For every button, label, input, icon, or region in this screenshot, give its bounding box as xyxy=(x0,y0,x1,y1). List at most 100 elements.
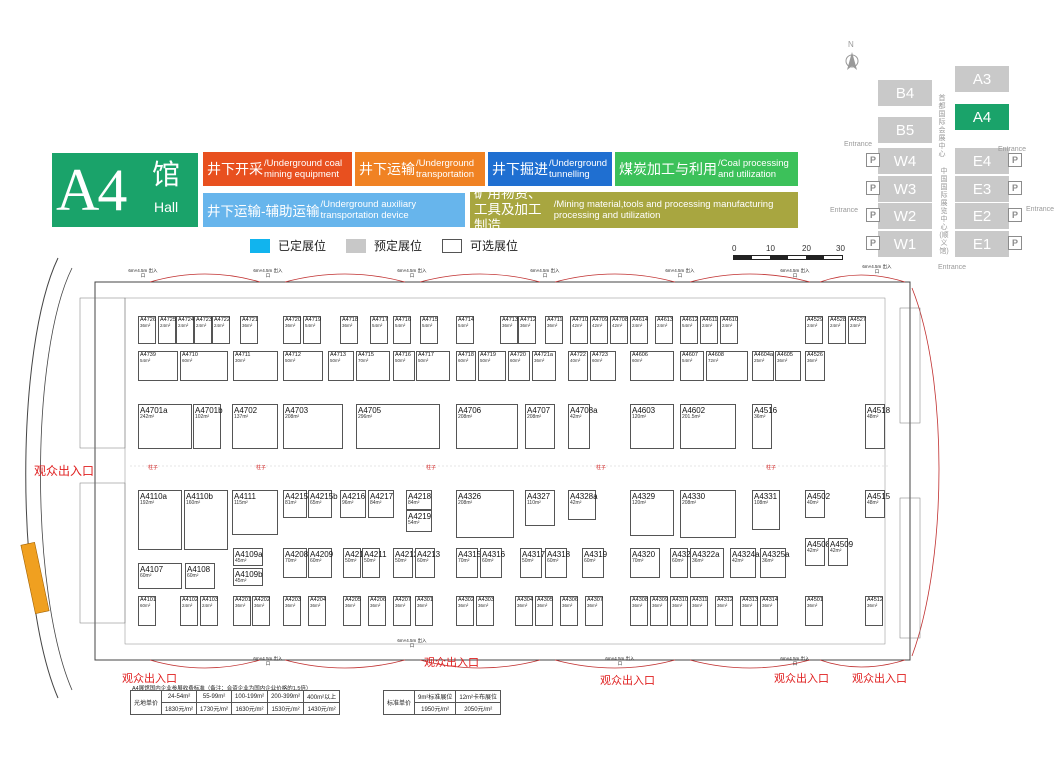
booth-a4317[interactable]: A431750m² xyxy=(520,548,545,578)
booth-a4718[interactable]: A471836m² xyxy=(340,316,358,344)
booth-a4708[interactable]: A470842m² xyxy=(610,316,628,344)
booth-a4722[interactable]: A472224m² xyxy=(212,316,230,344)
booth-a4608[interactable]: A460872m² xyxy=(706,351,748,381)
booth-a4217[interactable]: A421784m² xyxy=(368,490,394,518)
booth-a4604a[interactable]: A4604a25m² xyxy=(752,351,774,381)
booth-a4529[interactable]: A452924m² xyxy=(805,316,823,344)
booth-a4203[interactable]: A420336m² xyxy=(283,596,301,626)
booth-a4716[interactable]: A471650m² xyxy=(393,351,415,381)
booth-a4330[interactable]: A4330208m² xyxy=(680,490,736,538)
booth-a4103[interactable]: A410324m² xyxy=(200,596,218,626)
booth-a4720[interactable]: A472036m² xyxy=(283,316,301,344)
booth-a4314[interactable]: A431436m² xyxy=(760,596,778,626)
booth-a4208[interactable]: A420870m² xyxy=(283,548,308,578)
booth-a4110a[interactable]: A4110a192m² xyxy=(138,490,182,550)
booth-a4326[interactable]: A4326208m² xyxy=(456,490,514,538)
booth-a4716[interactable]: A471654m² xyxy=(393,316,411,344)
booth-a4603[interactable]: A4603120m² xyxy=(630,404,674,449)
booth-a4218[interactable]: A421884m² xyxy=(406,490,432,510)
booth-a4723[interactable]: A472324m² xyxy=(194,316,212,344)
booth-a4315[interactable]: A431570m² xyxy=(456,548,481,578)
booth-a4111[interactable]: A4111115m² xyxy=(232,490,278,535)
booth-a4508[interactable]: A450842m² xyxy=(805,538,830,566)
booth-a4303[interactable]: A430336m² xyxy=(476,596,494,626)
booth-a4318[interactable]: A431860m² xyxy=(545,548,570,578)
booth-a4712[interactable]: A471250m² xyxy=(283,351,323,381)
booth-a4320[interactable]: A432070m² xyxy=(630,548,660,578)
booth-a4301[interactable]: A430136m² xyxy=(415,596,433,626)
booth-a4501[interactable]: A450136m² xyxy=(805,596,823,626)
booth-a4101[interactable]: A410160m² xyxy=(138,596,156,626)
booth-a4204[interactable]: A420436m² xyxy=(308,596,326,626)
booth-a4711[interactable]: A471136m² xyxy=(545,316,563,344)
booth-a4726[interactable]: A472636m² xyxy=(138,316,156,344)
booth-a4718[interactable]: A471860m² xyxy=(456,351,476,381)
booth-a4701b[interactable]: A4701b102m² xyxy=(193,404,223,449)
booth-a4721[interactable]: A472136m² xyxy=(240,316,258,344)
booth-a4102[interactable]: A410224m² xyxy=(180,596,198,626)
booth-a4207[interactable]: A420736m² xyxy=(393,596,411,626)
booth-a4509[interactable]: A450942m² xyxy=(828,538,853,566)
booth-a4613[interactable]: A461324m² xyxy=(655,316,673,344)
booth-a4107[interactable]: A410760m² xyxy=(138,563,182,589)
booth-a4705[interactable]: A4705296m² xyxy=(356,404,440,449)
booth-a4109a[interactable]: A4109a45m² xyxy=(233,548,263,566)
booth-a4213[interactable]: A421360m² xyxy=(415,548,440,578)
booth-a4707[interactable]: A4707208m² xyxy=(525,404,555,449)
booth-a4206[interactable]: A420636m² xyxy=(368,596,386,626)
booth-a4215a[interactable]: A4215a81m² xyxy=(283,490,313,518)
booth-a4219[interactable]: A421954m² xyxy=(406,510,432,532)
booth-a4713[interactable]: A471350m² xyxy=(328,351,354,381)
booth-a4307[interactable]: A430736m² xyxy=(585,596,603,626)
booth-a4201[interactable]: A420136m² xyxy=(233,596,251,626)
booth-a4328a[interactable]: A4328a42m² xyxy=(568,490,598,520)
booth-a4316[interactable]: A431660m² xyxy=(480,548,505,578)
booth-a4611[interactable]: A461124m² xyxy=(700,316,718,344)
booth-a4216[interactable]: A421696m² xyxy=(340,490,366,518)
booth-a4304[interactable]: A430436m² xyxy=(515,596,533,626)
booth-a4739[interactable]: A473954m² xyxy=(138,351,178,381)
booth-a4717[interactable]: A471750m² xyxy=(416,351,450,381)
booth-a4612[interactable]: A461254m² xyxy=(680,316,698,344)
booth-a4312[interactable]: A431236m² xyxy=(715,596,733,626)
booth-a4109b[interactable]: A4109b45m² xyxy=(233,568,263,586)
booth-a4606[interactable]: A460660m² xyxy=(630,351,674,381)
booth-a4715[interactable]: A471554m² xyxy=(420,316,438,344)
booth-a4702[interactable]: A4702137m² xyxy=(232,404,278,449)
booth-a4725[interactable]: A472524m² xyxy=(158,316,176,344)
booth-a4714[interactable]: A471454m² xyxy=(456,316,474,344)
booth-a4309[interactable]: A430936m² xyxy=(650,596,668,626)
booth-a4701a[interactable]: A4701a242m² xyxy=(138,404,192,449)
booth-a4713[interactable]: A471336m² xyxy=(500,316,518,344)
booth-a4703[interactable]: A4703208m² xyxy=(283,404,343,449)
booth-a4110b[interactable]: A4110b160m² xyxy=(184,490,228,550)
booth-a4715[interactable]: A471570m² xyxy=(356,351,390,381)
booth-a4305[interactable]: A430536m² xyxy=(535,596,553,626)
booth-a4313[interactable]: A431336m² xyxy=(740,596,758,626)
booth-a4321[interactable]: A432160m² xyxy=(670,548,695,578)
booth-a4518[interactable]: A451848m² xyxy=(865,404,890,449)
booth-a4710[interactable]: A471042m² xyxy=(570,316,588,344)
booth-a4717[interactable]: A471754m² xyxy=(370,316,388,344)
booth-a4719[interactable]: A471950m² xyxy=(478,351,506,381)
booth-a4516[interactable]: A451636m² xyxy=(752,404,777,449)
booth-a4202[interactable]: A420236m² xyxy=(252,596,270,626)
booth-a4311[interactable]: A431136m² xyxy=(690,596,708,626)
booth-a4329[interactable]: A4329120m² xyxy=(630,490,674,536)
booth-a4205[interactable]: A420536m² xyxy=(343,596,361,626)
booth-a4331[interactable]: A4331108m² xyxy=(752,490,780,530)
booth-a4512[interactable]: A451236m² xyxy=(865,596,883,626)
booth-a4722[interactable]: A472240m² xyxy=(568,351,588,381)
booth-a4319[interactable]: A431960m² xyxy=(582,548,607,578)
booth-a4327[interactable]: A4327110m² xyxy=(525,490,555,526)
booth-a4724[interactable]: A472424m² xyxy=(176,316,194,344)
booth-a4322a[interactable]: A4322a36m² xyxy=(690,548,724,578)
booth-a4720[interactable]: A472060m² xyxy=(508,351,530,381)
booth-a4710[interactable]: A471060m² xyxy=(180,351,228,381)
booth-a4706[interactable]: A4706208m² xyxy=(456,404,518,449)
booth-a4308[interactable]: A430836m² xyxy=(630,596,648,626)
booth-a4528[interactable]: A452824m² xyxy=(828,316,846,344)
booth-a4306[interactable]: A430636m² xyxy=(560,596,578,626)
booth-a4325a[interactable]: A4325a36m² xyxy=(760,548,790,578)
booth-a4108[interactable]: A410860m² xyxy=(185,563,215,589)
